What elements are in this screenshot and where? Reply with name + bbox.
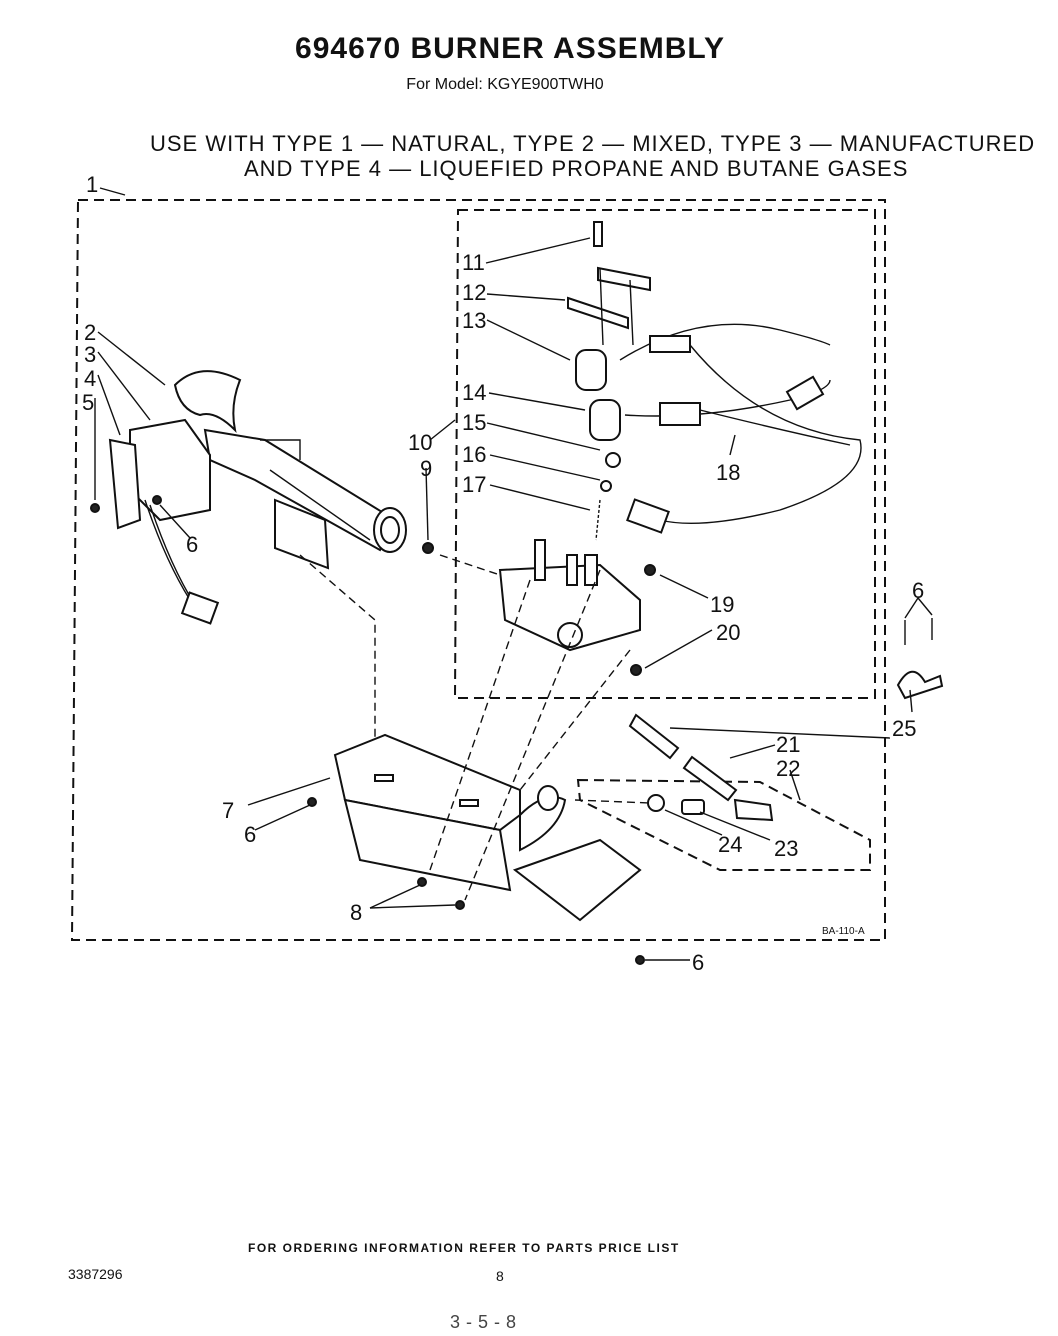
- callout-6-mid: 6: [244, 822, 256, 847]
- flame-sensor: [90, 418, 220, 625]
- fitting-20: [630, 664, 642, 676]
- alignment-lines: [299, 554, 651, 901]
- callout-4: 4: [84, 366, 96, 391]
- nut-9: [422, 542, 434, 554]
- callout-12: 12: [462, 280, 486, 305]
- callout-18: 18: [716, 460, 740, 485]
- burner-bracket: [333, 733, 642, 922]
- callout-11: 11: [462, 250, 485, 275]
- gas-valve: [498, 221, 651, 652]
- screw-8b: [455, 900, 465, 910]
- model-number: For Model: KGYE900TWH0: [406, 76, 604, 93]
- document-number: 3387296: [68, 1266, 123, 1282]
- callout-6-bottom: 6: [692, 950, 704, 975]
- pipe-clip: [896, 618, 944, 700]
- callout-9: 9: [420, 456, 432, 481]
- callout-22: 22: [776, 756, 800, 781]
- callout-21: 21: [776, 732, 800, 757]
- valve-group-boundary: [453, 209, 876, 699]
- callout-24: 24: [718, 832, 742, 857]
- page-title: 694670 BURNER ASSEMBLY: [295, 32, 725, 65]
- callout-1: 1: [86, 172, 98, 197]
- callout-5: 5: [82, 390, 94, 415]
- callout-15: 15: [462, 410, 486, 435]
- orifice-pipes: [628, 713, 738, 802]
- callout-23: 23: [774, 836, 798, 861]
- bottom-page-fragment: 3-5-8: [450, 1312, 523, 1332]
- burner-shield: [274, 498, 330, 570]
- callout-2: 2: [84, 320, 96, 345]
- screw-6-bottom: [635, 955, 645, 965]
- callout-6-right: 6: [912, 578, 924, 603]
- screw-8a: [417, 877, 427, 887]
- callout-19: 19: [710, 592, 734, 617]
- drawing-code: BA-110-A: [822, 926, 865, 937]
- callout-16: 16: [462, 442, 486, 467]
- callout-14: 14: [462, 380, 486, 405]
- callout-25: 25: [892, 716, 916, 741]
- callout-13: 13: [462, 308, 486, 333]
- usage-line-2: AND TYPE 4 — LIQUEFIED PROPANE AND BUTAN…: [244, 156, 909, 181]
- callout-6-left: 6: [186, 532, 198, 557]
- usage-line-1: USE WITH TYPE 1 — NATURAL, TYPE 2 — MIXE…: [150, 131, 1036, 156]
- callout-20: 20: [716, 620, 740, 645]
- fitting-19: [644, 564, 656, 576]
- ordering-note: FOR ORDERING INFORMATION REFER TO PARTS …: [248, 1241, 680, 1255]
- wire-harness: [619, 323, 862, 534]
- callout-3: 3: [84, 342, 96, 367]
- leader-lines: [94, 187, 933, 961]
- igniter-parts: [647, 794, 774, 822]
- outer-assembly-boundary: [70, 199, 886, 941]
- callout-17: 17: [462, 472, 486, 497]
- page-number: 8: [496, 1268, 504, 1284]
- callout-8: 8: [350, 900, 362, 925]
- callout-10: 10: [408, 430, 432, 455]
- callout-7: 7: [222, 798, 234, 823]
- screw-6: [307, 797, 317, 807]
- burner-tube: [173, 370, 407, 553]
